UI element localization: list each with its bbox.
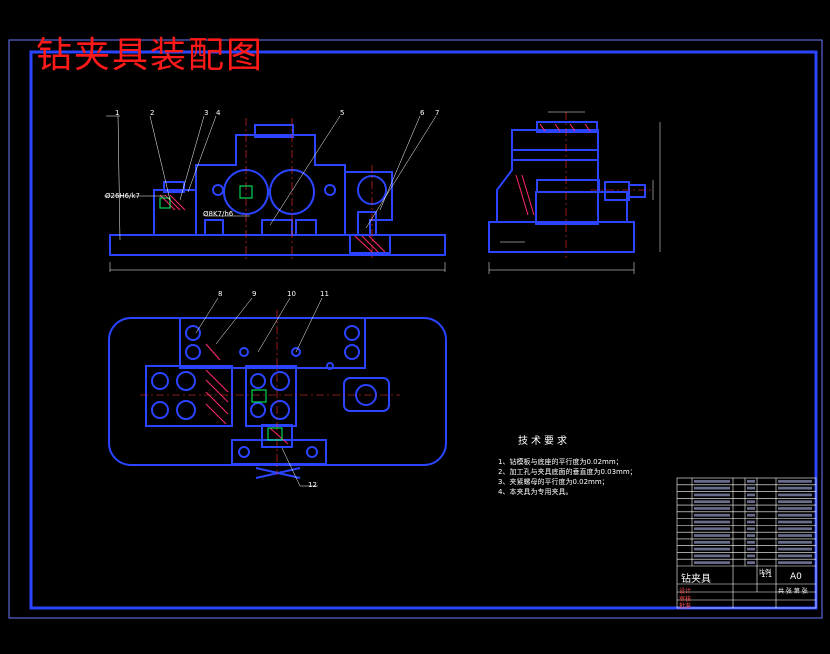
- callout-1: 1: [115, 109, 120, 117]
- side-view-hatching: [515, 123, 591, 216]
- top-view: [108, 317, 447, 479]
- parts-list-entry-text: [694, 520, 730, 524]
- front-view-fixture-highlight: [159, 185, 253, 209]
- parts-list-entry-text: [778, 520, 812, 524]
- fit-dimension-2: Ø8K7/h6: [203, 210, 234, 218]
- parts-list-entry-text: [694, 486, 730, 490]
- callout-9: 9: [252, 290, 257, 298]
- parts-list-entry-text: [747, 486, 755, 490]
- side-view-dimensions: [488, 111, 661, 274]
- technical-requirement-item: 2、加工孔与夹具底面的垂直度为0.03mm；: [498, 468, 637, 476]
- callout-6: 6: [420, 109, 425, 117]
- parts-list-entry-text: [694, 554, 730, 558]
- parts-list-entry-text: [747, 561, 755, 564]
- parts-list-entry-text: [778, 547, 812, 551]
- title-block-scale-label: 比例: [759, 569, 772, 576]
- title-block-sheet-size: A0: [790, 572, 802, 582]
- parts-list-entry-text: [778, 513, 812, 517]
- parts-list-entry-text: [747, 480, 755, 483]
- parts-list-entry-text: [694, 493, 730, 497]
- parts-list-entry-text: [747, 527, 755, 531]
- parts-list-entry-text: [747, 500, 755, 504]
- parts-list-entry-text: [694, 547, 730, 551]
- parts-list-entry-text: [694, 500, 730, 504]
- top-view-leaders: [195, 297, 323, 487]
- parts-list-entry-text: [747, 513, 755, 517]
- parts-list-entry-text: [778, 486, 812, 490]
- callout-8: 8: [218, 290, 223, 298]
- technical-requirement-item: 3、夹紧螺母的平行度为0.02mm；: [498, 478, 609, 486]
- inner-frame: [29, 50, 818, 610]
- technical-requirements-list: 1、钻模板与底座的平行度为0.02mm； 2、加工孔与夹具底面的垂直度为0.03…: [498, 457, 637, 497]
- front-view-hatching: [159, 194, 386, 253]
- parts-list-entry-text: [747, 507, 755, 510]
- title-block: [676, 477, 817, 609]
- parts-list-entry-text: [694, 561, 730, 564]
- parts-list-entry-text: [778, 480, 812, 483]
- front-view-dimensions: [104, 195, 446, 272]
- technical-requirements-title: 技术要求: [518, 436, 570, 447]
- callout-10: 10: [287, 290, 296, 298]
- parts-list-entry-text: [778, 540, 812, 544]
- callout-5: 5: [340, 109, 345, 117]
- parts-list-entry-text: [694, 507, 730, 510]
- callout-12: 12: [308, 481, 317, 489]
- top-view-hatching: [205, 343, 289, 445]
- outer-frame: [8, 39, 823, 619]
- leader-lines: [106, 115, 437, 241]
- parts-list-entry-text: [694, 480, 730, 483]
- parts-list-entry-text: [747, 547, 755, 551]
- parts-list-entry-text: [747, 554, 755, 558]
- callout-4: 4: [216, 109, 221, 117]
- parts-list-entry-text: [694, 534, 730, 537]
- parts-list-entry-text: [747, 534, 755, 537]
- parts-list-entry-text: [747, 540, 755, 544]
- top-view-fixture-highlight: [251, 389, 283, 441]
- technical-requirement-item: 4、本夹具为专用夹具。: [498, 488, 573, 496]
- callout-2: 2: [150, 109, 155, 117]
- callout-3: 3: [204, 109, 209, 117]
- parts-list-entry-text: [778, 493, 812, 497]
- title-block-label-review: 审核: [679, 596, 692, 603]
- title-block-scale: 1:1: [761, 571, 773, 579]
- side-view-center-lines: [565, 112, 652, 258]
- parts-list-entry-text: [778, 554, 812, 558]
- parts-list-entry-text: [778, 561, 812, 564]
- parts-list-entry-text: [747, 493, 755, 497]
- title-block-label-design: 设计: [679, 588, 692, 595]
- parts-list-entry-text: [778, 527, 812, 531]
- fit-dimension-1: Ø26H6/k7: [105, 192, 140, 200]
- technical-requirement-item: 1、钻模板与底座的平行度为0.02mm；: [498, 458, 623, 466]
- parts-list-entry-text: [747, 520, 755, 524]
- parts-list-entry-text: [778, 534, 812, 537]
- parts-list-entries: [694, 480, 812, 564]
- side-view: [488, 121, 646, 253]
- callout-7: 7: [435, 109, 440, 117]
- parts-list-entry-text: [694, 540, 730, 544]
- title-block-part-name: 钻夹具: [681, 574, 711, 585]
- drawing-title: 钻夹具装配图: [36, 35, 265, 76]
- top-view-center-lines: [140, 310, 400, 475]
- front-view-center-lines: [245, 118, 373, 260]
- title-block-label-approve: 批准: [679, 603, 692, 610]
- front-view: [109, 124, 446, 256]
- parts-list-entry-text: [778, 500, 812, 504]
- callout-11: 11: [320, 290, 329, 298]
- parts-list-entry-text: [778, 507, 812, 510]
- title-block-sheet-count: 共 张 第 张: [778, 588, 808, 595]
- parts-list-entry-text: [694, 513, 730, 517]
- parts-list-entry-text: [694, 527, 730, 531]
